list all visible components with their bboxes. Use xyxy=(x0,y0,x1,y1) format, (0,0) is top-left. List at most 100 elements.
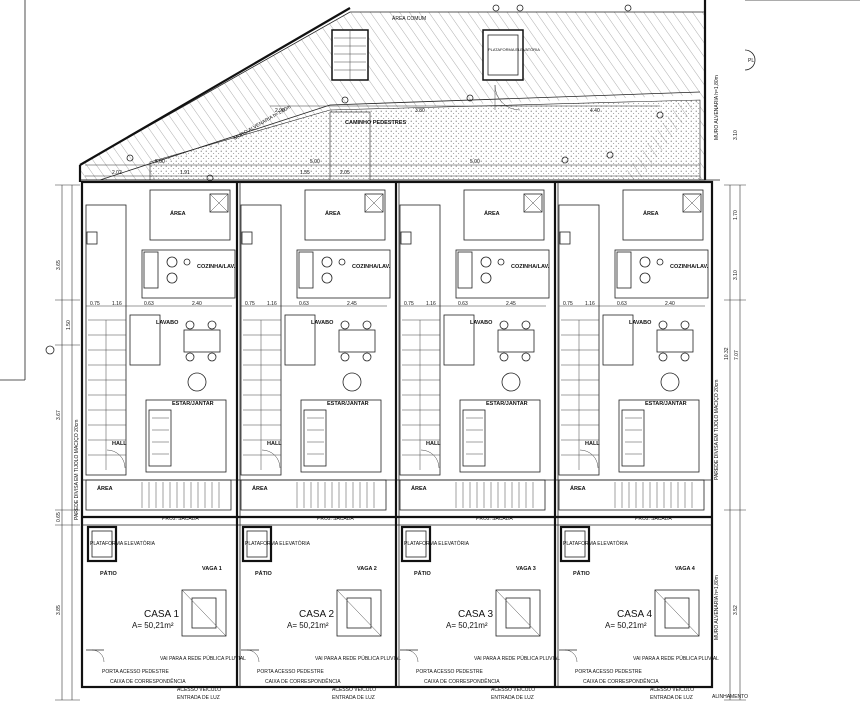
dim-top-4: 5.00 xyxy=(310,159,320,165)
dim-right-1: 1.70 xyxy=(733,210,739,220)
footer-mailbox: CAIXA DE CORRESPONDÊNCIA xyxy=(265,677,341,685)
footer-vehicle-access: ACESSO VEÍCULO xyxy=(177,686,221,693)
footer-vehicle-access: ACESSO VEÍCULO xyxy=(332,686,376,693)
dim-left-1: 1.50 xyxy=(66,320,72,330)
room-kitchen-label: COZINHA/LAV. xyxy=(352,264,391,270)
dim-house-0-a: 0.75 xyxy=(90,301,100,307)
alignment-label: ALINHAMENTO xyxy=(712,694,748,700)
dim-top-0: 2.90 xyxy=(275,108,285,114)
drain-note-label: VAI PARA A REDE PÚBLICA PLUVIAL xyxy=(315,655,401,662)
room-area2-label: ÁREA xyxy=(252,485,268,492)
room-lavabo-label: LAVABO xyxy=(470,320,493,326)
drain-note-label: VAI PARA A REDE PÚBLICA PLUVIAL xyxy=(633,655,719,662)
dim-left-3: 0.65 xyxy=(56,512,62,522)
room-platform-label: PLATAFORMA ELEVATÓRIA xyxy=(563,540,629,547)
room-patio-label: PÁTIO xyxy=(573,570,591,577)
house-name: CASA 2 xyxy=(299,609,334,620)
dim-house-2-b: 1.16 xyxy=(426,301,436,307)
dim-house-3-a: 0.75 xyxy=(563,301,573,307)
dim-left-4: 3.85 xyxy=(56,605,62,615)
dim-left-2: 3.67 xyxy=(56,410,62,420)
footer-mailbox: CAIXA DE CORRESPONDÊNCIA xyxy=(583,677,659,685)
footer-pedestrian-door: PORTA ACESSO PEDESTRE xyxy=(257,669,324,675)
room-kitchen-label: COZINHA/LAV. xyxy=(197,264,236,270)
north-label: PL xyxy=(748,58,754,64)
common-area-label: ÁREA COMUM xyxy=(392,15,426,22)
footer-pedestrian-door: PORTA ACESSO PEDESTRE xyxy=(575,669,642,675)
room-kitchen-label: COZINHA/LAV. xyxy=(670,264,709,270)
footer-vehicle-access: ACESSO VEÍCULO xyxy=(650,686,694,693)
room-kitchen-label: COZINHA/LAV. xyxy=(511,264,550,270)
room-platform-label: PLATAFORMA ELEVATÓRIA xyxy=(245,540,311,547)
room-area2-label: ÁREA xyxy=(97,485,113,492)
room-area-label: ÁREA xyxy=(170,210,186,217)
parking-space-label: VAGA 4 xyxy=(675,566,696,572)
room-living-label: ESTAR/JANTAR xyxy=(486,401,528,407)
left-dimensions: 3.65 1.50 3.67 0.65 3.85 PAREDE DIVISA E… xyxy=(45,184,80,701)
dim-house-3-c: 0.63 xyxy=(617,301,627,307)
dim-house-0-c: 0.63 xyxy=(144,301,154,307)
room-lavabo-label: LAVABO xyxy=(311,320,334,326)
house-name: CASA 3 xyxy=(458,609,493,620)
dim-top-5: 5.00 xyxy=(470,159,480,165)
balcony-projection-label: PROJ. SACADA xyxy=(635,516,672,522)
right-dimensions: 3.10 1.70 3.10 10.32 7.07 3.52 MURO ALVE… xyxy=(712,49,756,701)
dim-right-4: 7.07 xyxy=(734,350,740,360)
footer-light-entry: ENTRADA DE LUZ xyxy=(491,695,534,701)
pedestrian-path-label: CAMINHO PEDESTRES xyxy=(345,120,406,126)
room-living-label: ESTAR/JANTAR xyxy=(172,401,214,407)
house-area: A= 50,21m² xyxy=(605,621,647,630)
parking-space-label: VAGA 3 xyxy=(516,566,536,572)
dim-top-2: 4.40 xyxy=(590,108,600,114)
dim-right-3: 10.32 xyxy=(724,347,730,360)
dim-house-2-c: 0.63 xyxy=(458,301,468,307)
dim-house-0-d: 2.40 xyxy=(192,301,202,307)
room-lavabo-label: LAVABO xyxy=(156,320,179,326)
parking-space-label: VAGA 1 xyxy=(202,566,222,572)
room-lavabo-label: LAVABO xyxy=(629,320,652,326)
room-hall-label: HALL xyxy=(112,441,127,447)
dim-right-5: 3.52 xyxy=(733,605,739,615)
drain-note-label: VAI PARA A REDE PÚBLICA PLUVIAL xyxy=(160,655,246,662)
dim-left-0: 3.65 xyxy=(56,260,62,270)
house-name: CASA 4 xyxy=(617,609,652,620)
footer-mailbox: CAIXA DE CORRESPONDÊNCIA xyxy=(424,677,500,685)
drain-note-label: VAI PARA A REDE PÚBLICA PLUVIAL xyxy=(474,655,560,662)
left-wall-label: PAREDE DIVISA EM TIJOLO MACIÇO 20cm xyxy=(74,420,80,520)
footer-light-entry: ENTRADA DE LUZ xyxy=(650,695,693,701)
dim-right-0: 3.10 xyxy=(733,130,739,140)
house-area: A= 50,21m² xyxy=(132,621,174,630)
dim-top-3: 5.00 xyxy=(155,159,165,165)
right-partition-label: PAREDE DIVISA EM TIJOLO MACIÇO 20cm xyxy=(714,380,720,480)
dim-house-0-b: 1.16 xyxy=(112,301,122,307)
balcony-projection-label: PROJ. SACADA xyxy=(162,516,199,522)
room-platform-label: PLATAFORMA ELEVATÓRIA xyxy=(404,540,470,547)
dim-house-2-d: 2.45 xyxy=(506,301,516,307)
room-patio-label: PÁTIO xyxy=(255,570,273,577)
house-name: CASA 1 xyxy=(144,609,179,620)
elevator-label: PLATAFORMA ELEVATÓRIA xyxy=(488,47,540,52)
room-hall-label: HALL xyxy=(267,441,282,447)
dim-top-6: 2.02 xyxy=(112,170,122,176)
footer-mailbox: CAIXA DE CORRESPONDÊNCIA xyxy=(110,677,186,685)
room-hall-label: HALL xyxy=(426,441,441,447)
dim-house-1-c: 0.63 xyxy=(299,301,309,307)
top-dimensions: 2.90 3.80 4.40 5.00 5.00 5.00 2.02 1.91 … xyxy=(85,105,700,177)
room-area-label: ÁREA xyxy=(643,210,659,217)
room-area2-label: ÁREA xyxy=(411,485,427,492)
room-area2-label: ÁREA xyxy=(570,485,586,492)
room-patio-label: PÁTIO xyxy=(414,570,432,577)
dim-house-3-b: 1.16 xyxy=(585,301,595,307)
room-living-label: ESTAR/JANTAR xyxy=(645,401,687,407)
dim-house-1-b: 1.16 xyxy=(267,301,277,307)
footer-light-entry: ENTRADA DE LUZ xyxy=(332,695,375,701)
parking-space-label: VAGA 2 xyxy=(357,566,377,572)
room-area-label: ÁREA xyxy=(325,210,341,217)
house-area: A= 50,21m² xyxy=(446,621,488,630)
